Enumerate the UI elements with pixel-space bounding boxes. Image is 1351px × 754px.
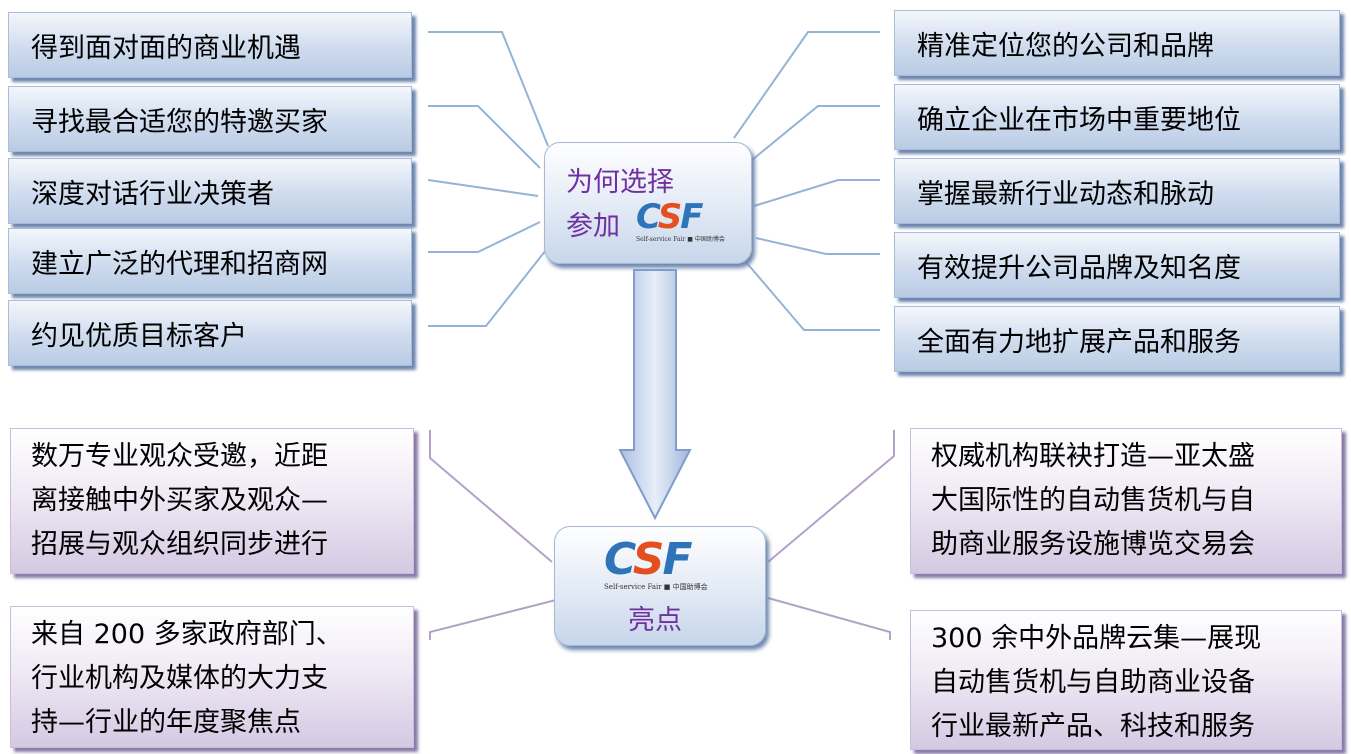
- bottom-hub-title: 亮点: [628, 605, 682, 636]
- down-arrow-icon: [618, 269, 692, 520]
- highlight-line: 来自 200 多家政府部门、: [31, 619, 343, 650]
- top-hub: [544, 142, 752, 264]
- top-hub-title: 为何选择: [566, 167, 674, 198]
- highlight-line: 离接触中外买家及观众—: [31, 485, 328, 516]
- connector-left-4: [428, 221, 541, 253]
- top-hub-subtitle: 参加: [566, 211, 620, 242]
- logo-caption: Self-service Fair ■ 中国助博会: [604, 583, 708, 591]
- benefit-left-3: 深度对话行业决策者: [8, 158, 412, 224]
- connector-right-3: [753, 179, 880, 207]
- logo-letter-s: S: [632, 534, 665, 585]
- highlight-line: 300 余中外品牌云集—展现: [931, 623, 1262, 654]
- highlight-right-1: 权威机构联袂打造—亚太盛 大国际性的自动售货机与自 助商业服务设施博览交易会: [910, 428, 1342, 574]
- highlight-right-2: 300 余中外品牌云集—展现 自动售货机与自助商业设备 行业最新产品、科技和服务: [910, 610, 1342, 750]
- highlight-line: 数万专业观众受邀，近距: [31, 441, 328, 472]
- logo-letter-f: F: [662, 534, 692, 585]
- highlight-line: 权威机构联袂打造—亚太盛: [931, 441, 1255, 472]
- logo-letter-f: F: [680, 197, 703, 237]
- benefit-left-1: 得到面对面的商业机遇: [8, 12, 412, 78]
- highlight-left-1: 数万专业观众受邀，近距 离接触中外买家及观众— 招展与观众组织同步进行: [10, 428, 414, 574]
- highlight-line: 自动售货机与自助商业设备: [931, 667, 1255, 698]
- highlight-line: 招展与观众组织同步进行: [31, 529, 328, 560]
- highlight-line: 行业最新产品、科技和服务: [931, 711, 1255, 742]
- connector-left-3: [427, 179, 539, 197]
- connector-right-1: [733, 31, 880, 139]
- highlight-line: 行业机构及媒体的大力支: [31, 663, 328, 694]
- benefit-right-1: 精准定位您的公司和品牌: [894, 10, 1340, 76]
- connector-highlight-right-1: [767, 430, 895, 563]
- highlight-line: 持—行业的年度聚焦点: [31, 707, 301, 738]
- benefit-right-4: 有效提升公司品牌及知名度: [894, 232, 1340, 298]
- connector-left-1: [428, 31, 549, 147]
- benefit-left-5: 约见优质目标客户: [8, 300, 412, 366]
- connector-right-5: [745, 261, 880, 331]
- connector-highlight-left-1: [429, 430, 553, 563]
- highlight-line: 助商业服务设施博览交易会: [931, 529, 1255, 560]
- highlight-left-2: 来自 200 多家政府部门、 行业机构及媒体的大力支 持—行业的年度聚焦点: [10, 606, 414, 748]
- csf-logo-large: CSF Self-service Fair ■ 中国助博会: [604, 538, 708, 592]
- benefit-left-4: 建立广泛的代理和招商网: [8, 228, 412, 294]
- connector-left-5: [428, 249, 547, 327]
- benefit-right-5: 全面有力地扩展产品和服务: [894, 306, 1340, 372]
- csf-logo-small: CSF Self-service Fair ■ 中国助博会: [636, 200, 725, 243]
- connector-highlight-left-2: [429, 599, 557, 640]
- connector-highlight-right-2: [767, 597, 891, 640]
- benefit-right-2: 确立企业在市场中重要地位: [894, 84, 1340, 150]
- logo-letter-c: C: [604, 534, 635, 585]
- benefit-left-2: 寻找最合适您的特邀买家: [8, 86, 412, 152]
- connector-right-2: [751, 105, 880, 161]
- benefit-right-3: 掌握最新行业动态和脉动: [894, 158, 1340, 224]
- connector-right-4: [755, 237, 880, 255]
- logo-caption: Self-service Fair ■ 中国助博会: [636, 236, 725, 243]
- logo-letter-c: C: [636, 197, 660, 237]
- bottom-hub: [554, 526, 766, 646]
- logo-letter-s: S: [657, 197, 682, 237]
- highlight-line: 大国际性的自动售货机与自: [931, 485, 1255, 516]
- connector-left-2: [428, 105, 541, 169]
